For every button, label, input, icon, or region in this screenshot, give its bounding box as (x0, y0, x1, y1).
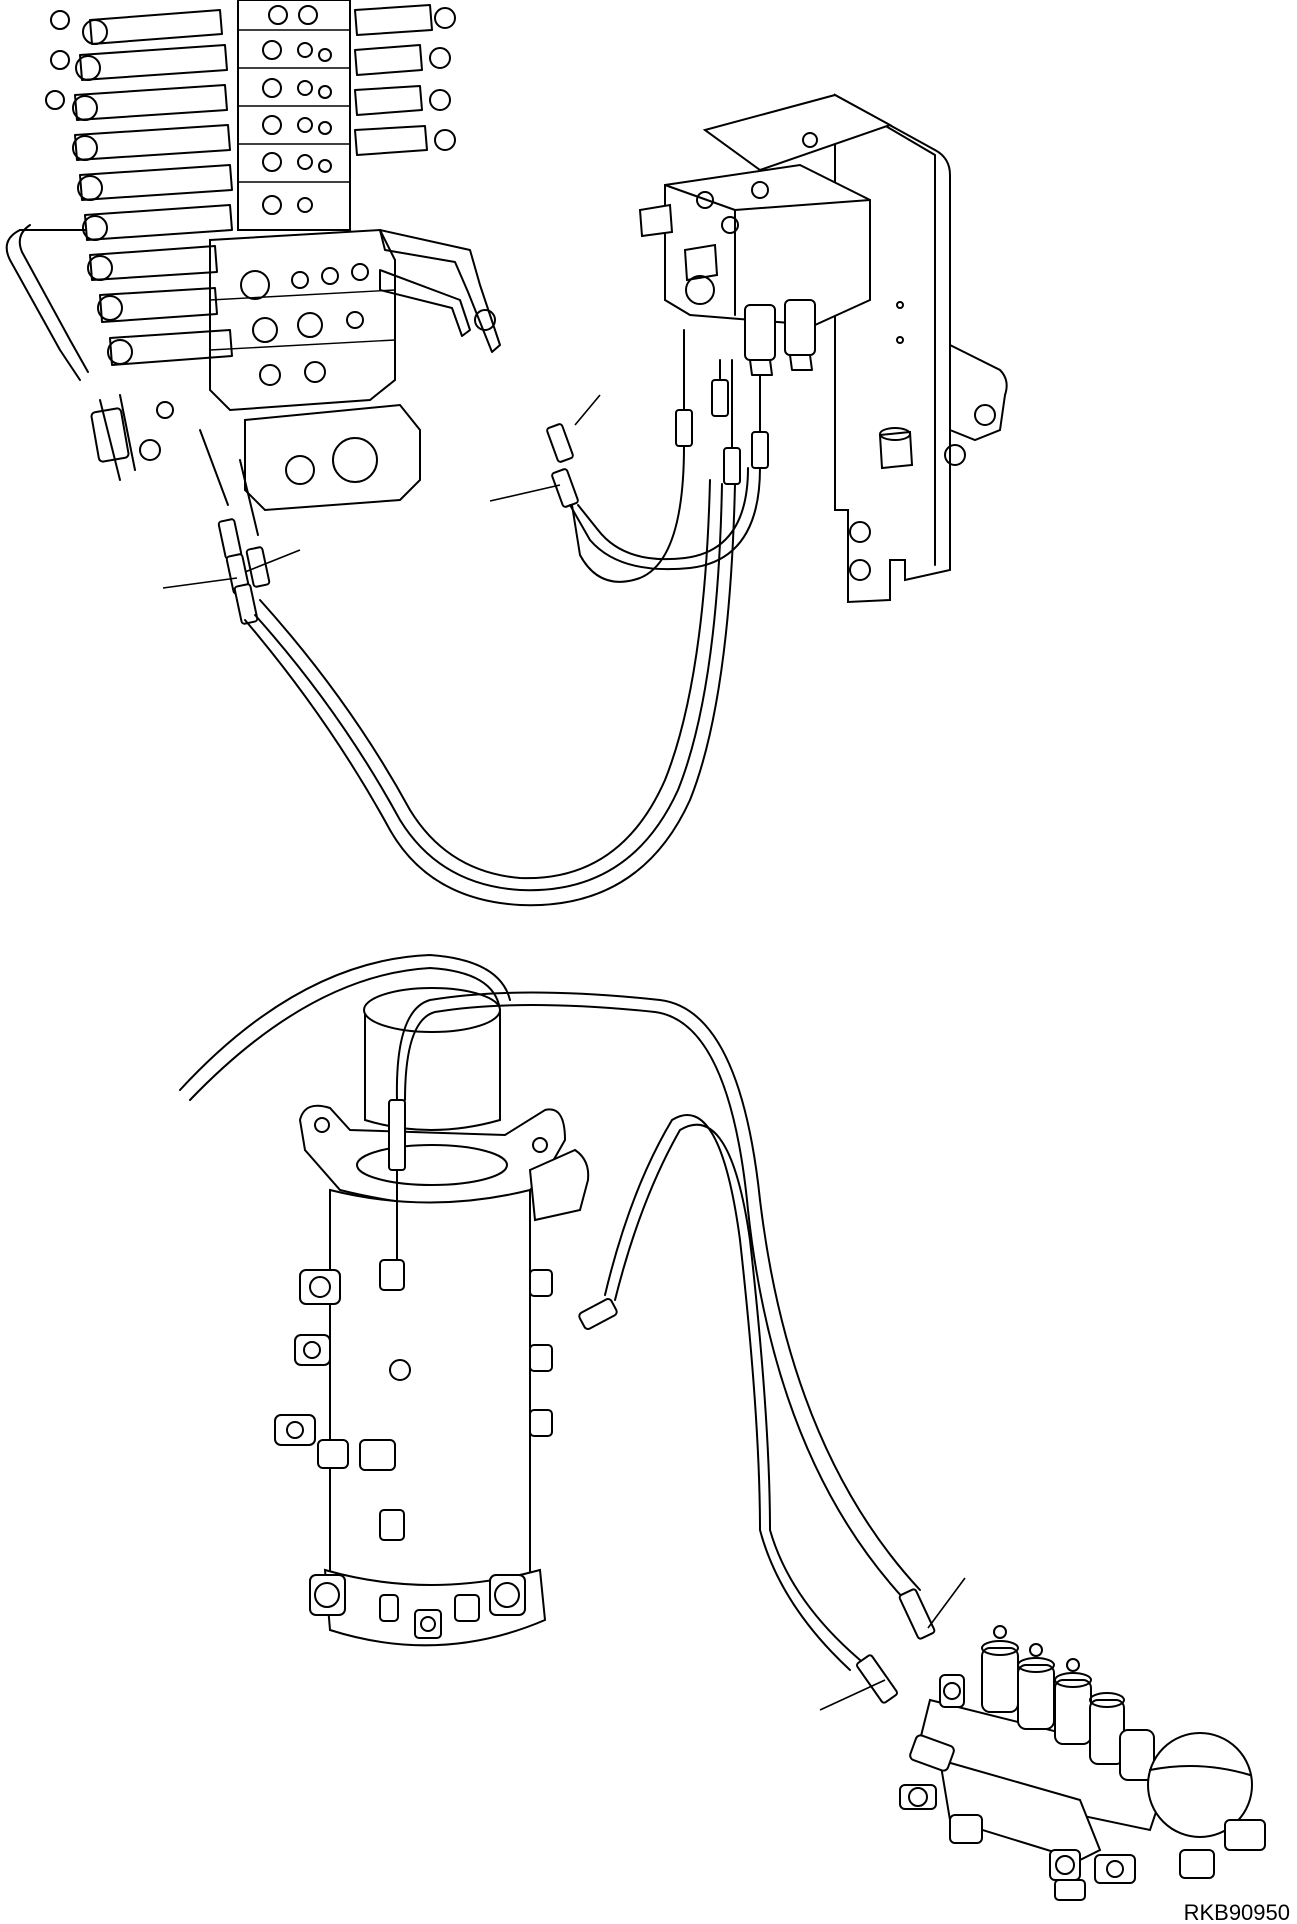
hose-bundle-upper (244, 445, 761, 907)
drawing-code: RKB90950 (1184, 1900, 1290, 1924)
leader-line (489, 484, 561, 502)
leader-line (244, 549, 301, 573)
control-valve-stack-icon (5, 0, 501, 512)
leader-line (574, 394, 601, 426)
leader-line (819, 1679, 886, 1711)
swivel-joint-icon (179, 954, 618, 1647)
hose-connectors-lower (856, 1588, 936, 1704)
solenoid-valve-bracket-icon (638, 93, 1008, 604)
leader-line (927, 1577, 966, 1629)
solenoid-valve-block-icon (899, 1625, 1266, 1901)
leader-line (162, 577, 238, 589)
hose-connectors-right (546, 329, 769, 508)
hose-bundle-lower (395, 991, 921, 1671)
